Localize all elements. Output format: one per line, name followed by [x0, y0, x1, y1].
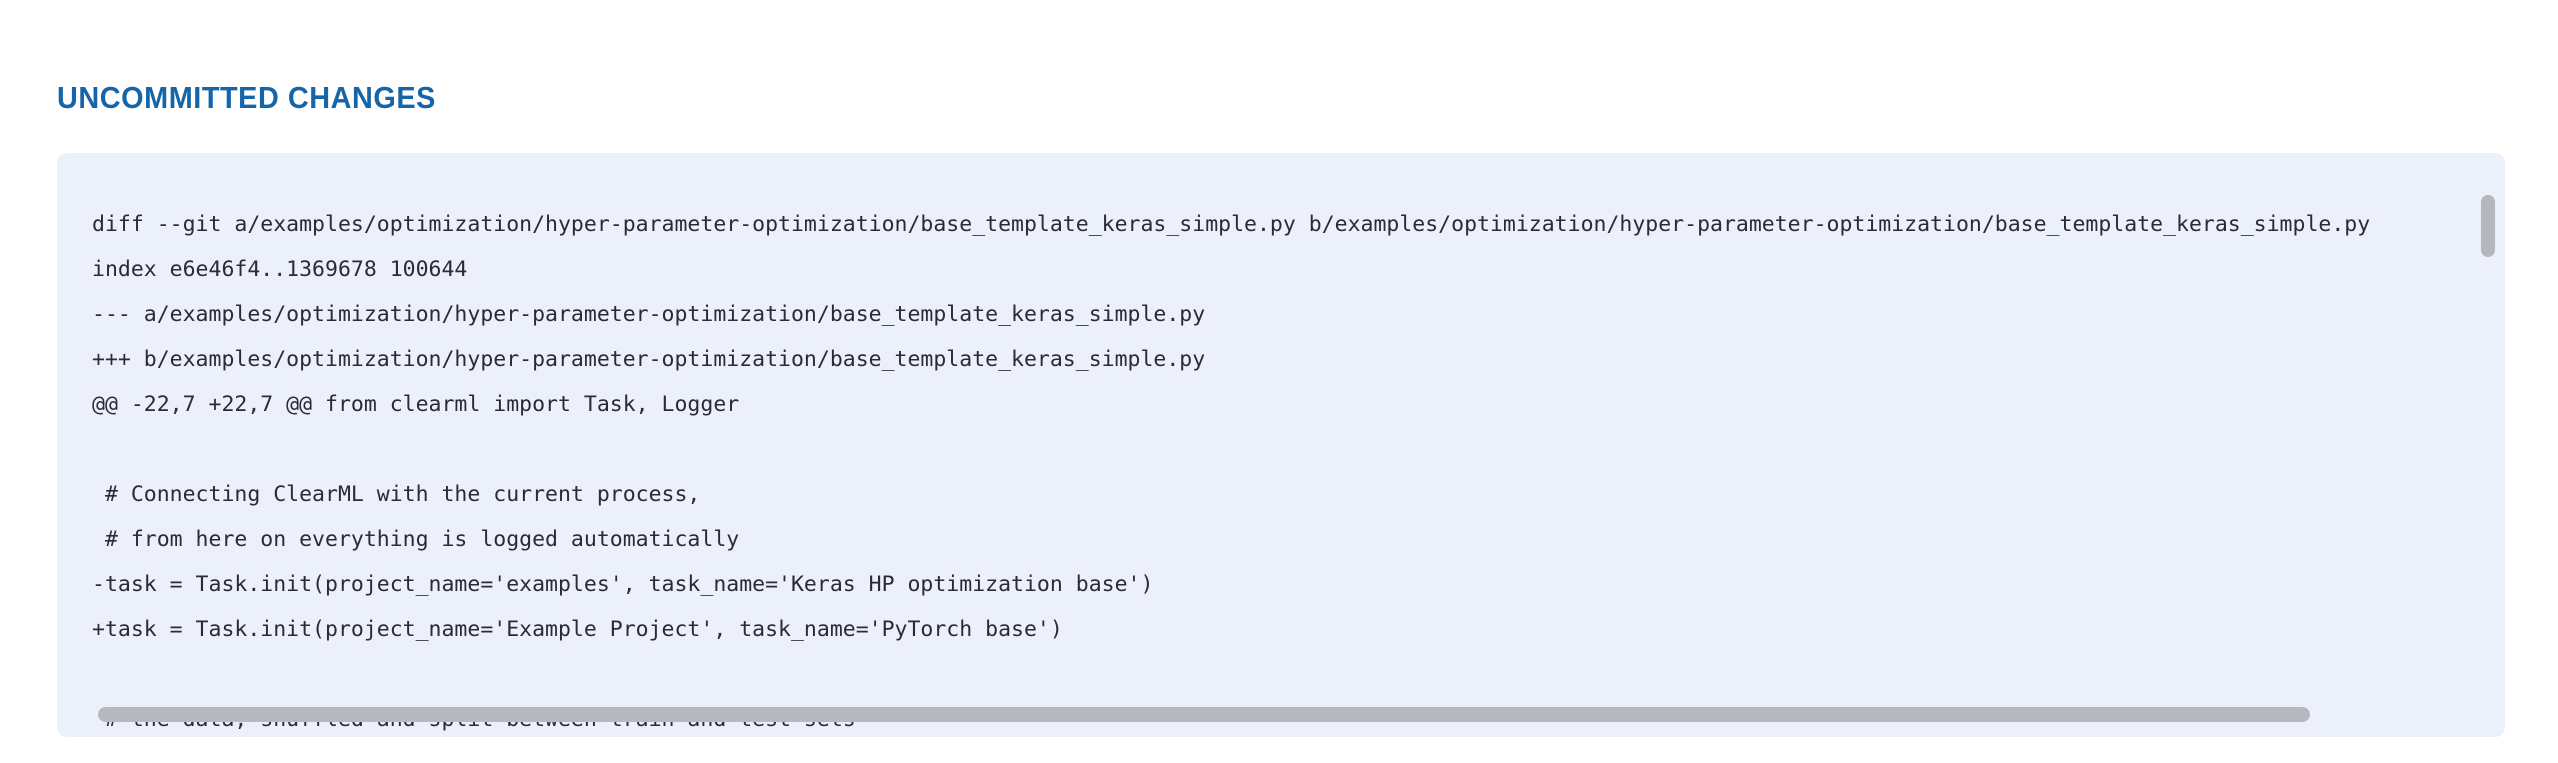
diff-text: diff --git a/examples/optimization/hyper…	[92, 202, 2370, 738]
diff-card: diff --git a/examples/optimization/hyper…	[57, 153, 2505, 737]
horizontal-scrollbar-track[interactable]	[57, 707, 2505, 733]
diff-line: @@ -22,7 +22,7 @@ from clearml import Ta…	[92, 391, 740, 417]
diff-line	[92, 652, 2370, 697]
diff-line: --- a/examples/optimization/hyper-parame…	[92, 301, 1206, 327]
vertical-scrollbar-track[interactable]	[2481, 153, 2500, 737]
diff-line: index e6e46f4..1369678 100644	[92, 256, 468, 282]
diff-line: # Connecting ClearML with the current pr…	[92, 481, 701, 507]
diff-line: +task = Task.init(project_name='Example …	[92, 616, 1063, 642]
diff-line: -task = Task.init(project_name='examples…	[92, 571, 1154, 597]
vertical-scrollbar-thumb[interactable]	[2481, 195, 2495, 257]
diff-line: # from here on everything is logged auto…	[92, 526, 740, 552]
diff-scroll-region[interactable]: diff --git a/examples/optimization/hyper…	[57, 153, 2505, 737]
horizontal-scrollbar-thumb[interactable]	[98, 707, 2310, 722]
diff-line	[92, 427, 2370, 472]
diff-line: +++ b/examples/optimization/hyper-parame…	[92, 346, 1206, 372]
page-title: UNCOMMITTED CHANGES	[57, 80, 436, 115]
diff-line: diff --git a/examples/optimization/hyper…	[92, 211, 2371, 237]
